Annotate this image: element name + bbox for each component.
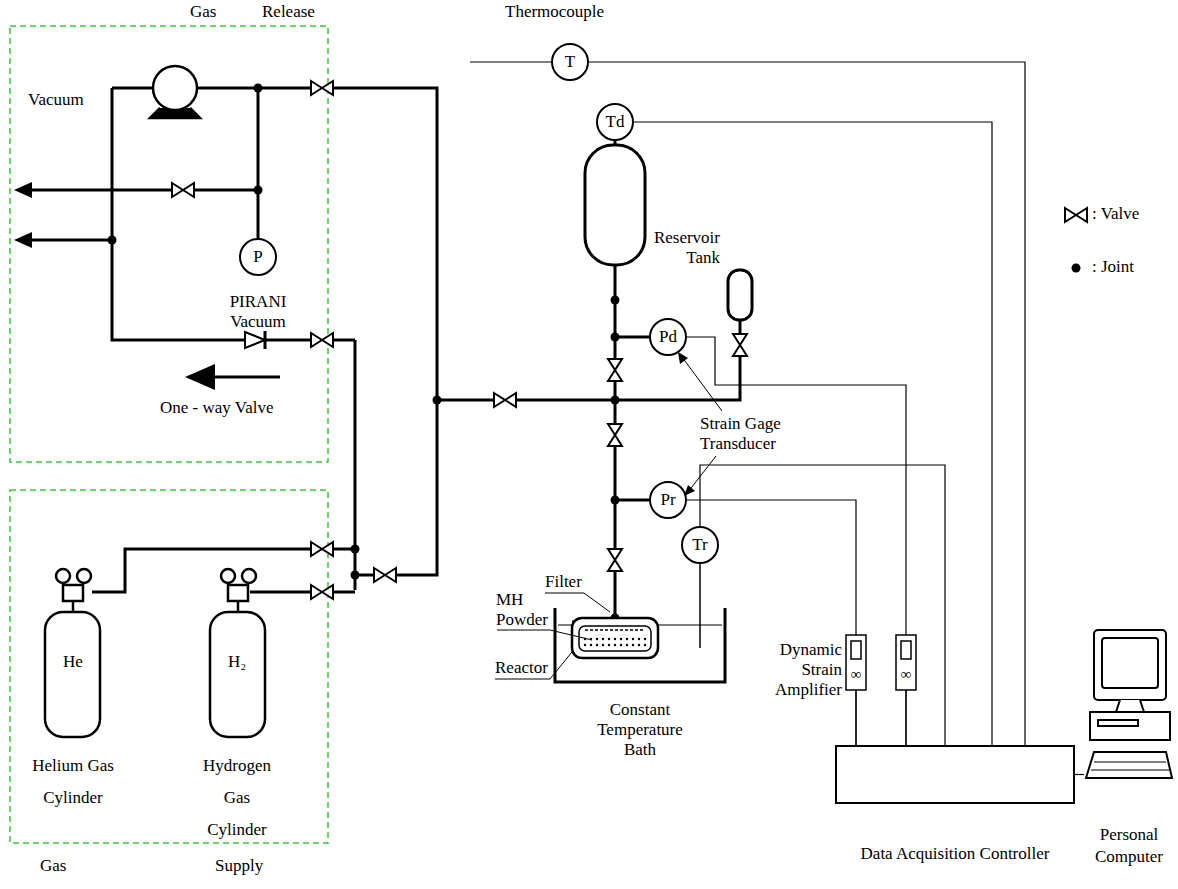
label-text: One - way Valve — [160, 398, 273, 418]
flow-arrow — [212, 376, 280, 379]
sensor-circle: P — [239, 238, 277, 276]
label-text: Gas — [40, 856, 66, 876]
controller-label: Data Acquisition Controller — [835, 844, 1075, 864]
label-text: Hydrogen Gas Cylinder — [192, 750, 282, 846]
sensor-tag: Tr — [692, 535, 707, 555]
valves — [172, 81, 747, 599]
legend-text: : Valve — [1092, 204, 1139, 224]
controller-outline — [835, 745, 1075, 804]
label-text: Thermocouple — [505, 2, 604, 22]
label-text: MH Powder — [496, 590, 554, 630]
sensor-circle: Td — [596, 103, 634, 141]
sensor-circle: Pr — [649, 481, 687, 519]
signal-wire — [1075, 774, 1084, 775]
gas-supply-group — [10, 490, 328, 843]
label-text: PIRANI Vacuum — [218, 292, 298, 332]
thermocouple-wire — [470, 61, 552, 62]
gas-cylinders — [45, 569, 265, 737]
sensor-tag: T — [565, 52, 575, 72]
label-text: Supply — [215, 856, 263, 876]
computer-icon — [1084, 628, 1174, 788]
label-text: Strain Gage Transducer — [700, 414, 820, 454]
label-text: Dynamic Strain Amplifier — [758, 640, 842, 700]
sensor-tag: P — [253, 247, 262, 267]
signal-wire — [634, 122, 992, 745]
label-text: ∞ — [896, 664, 916, 684]
gas-release-group — [10, 26, 328, 462]
label-text: Release — [262, 2, 315, 22]
reservoir-tank — [728, 270, 752, 320]
vacuum-pump — [150, 66, 200, 118]
computer-label: Personal Computer — [1084, 824, 1174, 868]
label-text: Constant Temperature Bath — [585, 700, 695, 760]
sensor-circle: Pd — [649, 318, 687, 356]
leader-lines — [495, 357, 722, 679]
strain-amplifiers — [846, 635, 916, 690]
main-tank — [585, 145, 645, 265]
signal-wire — [700, 465, 945, 745]
label-text: He — [58, 652, 88, 672]
joints — [108, 84, 620, 623]
piping — [28, 88, 740, 618]
exhaust-arrows — [14, 182, 215, 390]
sensor-tag: Td — [606, 112, 625, 132]
label-text: Filter — [545, 572, 582, 592]
computer: Personal Computer — [1084, 628, 1174, 868]
label-text: H₂ — [222, 652, 252, 672]
label-text: Vacuum — [28, 90, 84, 110]
label-text: Reservoir Tank — [640, 228, 720, 268]
sensor-tag: Pr — [660, 490, 675, 510]
signal-wire — [687, 337, 906, 745]
legend-symbols — [1065, 208, 1087, 273]
sensor-circle: T — [551, 43, 589, 81]
legend-text: : Joint — [1092, 257, 1134, 277]
leader-arrowheads — [678, 352, 695, 496]
label-text: Reactor — [495, 658, 548, 678]
label-text: Helium Gas Cylinder — [28, 750, 118, 814]
label-text: Gas — [190, 2, 216, 22]
amplifier-output — [856, 690, 906, 745]
check-valve-symbol — [245, 331, 265, 349]
controller-box: Data Acquisition Controller — [835, 745, 1075, 864]
label-text: ∞ — [846, 664, 866, 684]
sensor-circle: Tr — [681, 526, 719, 564]
sensor-tag: Pd — [659, 327, 677, 347]
